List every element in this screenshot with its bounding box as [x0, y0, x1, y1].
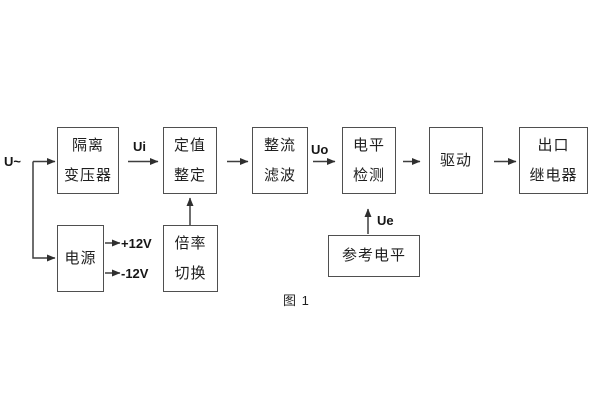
block-power-supply: 电源 — [57, 225, 104, 292]
block-label: 继电器 — [529, 166, 578, 184]
block-isolation-transformer: 隔离 变压器 — [57, 127, 119, 194]
label-ui: Ui — [133, 139, 146, 154]
block-level-detection: 电平 检测 — [342, 127, 396, 194]
block-output-relay: 出口 继电器 — [519, 127, 588, 194]
block-label: 变压器 — [63, 166, 112, 184]
block-label: 隔离 — [71, 136, 104, 154]
block-label: 电平 — [352, 136, 385, 154]
figure-caption: 图 1 — [283, 293, 310, 308]
block-ratio-switch: 倍率 切换 — [163, 225, 218, 292]
block-label: 切换 — [174, 264, 207, 282]
label-plus-12v: +12V — [121, 236, 152, 251]
block-label: 定值 — [173, 136, 206, 154]
block-label: 参考电平 — [341, 247, 406, 264]
block-reference-level: 参考电平 — [328, 235, 420, 277]
block-rectifier-filter: 整流 滤波 — [252, 127, 308, 194]
label-input-voltage: U~ — [4, 154, 21, 169]
block-label: 整流 — [263, 136, 296, 154]
label-minus-12v: -12V — [121, 266, 149, 281]
block-label: 电源 — [64, 249, 97, 267]
block-label: 整定 — [173, 166, 206, 184]
block-label: 滤波 — [263, 166, 296, 184]
block-label: 倍率 — [174, 234, 207, 252]
block-label: 出口 — [537, 136, 570, 154]
block-setting-adjust: 定值 整定 — [163, 127, 217, 194]
block-label: 检测 — [352, 166, 385, 184]
block-drive: 驱动 — [429, 127, 483, 194]
label-ue: Ue — [377, 213, 394, 228]
block-label: 驱动 — [439, 151, 472, 169]
label-uo: Uo — [311, 142, 329, 157]
